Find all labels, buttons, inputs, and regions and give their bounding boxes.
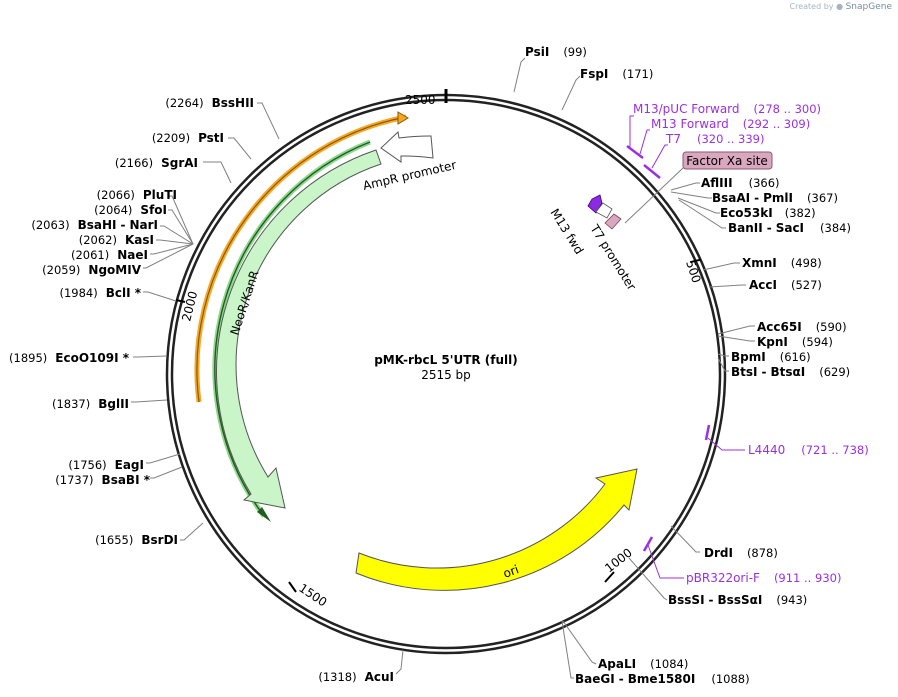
- tick-label-500: 500: [683, 259, 703, 285]
- feature-label-ori: ori: [501, 562, 520, 580]
- svg-text:BssSI-BssSαI(943): BssSI-BssSαI(943): [668, 593, 807, 607]
- feature-label-factor-xa: Factor Xa site: [686, 154, 768, 168]
- primer-name-m13-forward: M13 Forward: [651, 117, 729, 131]
- enzyme-psti: PstI: [198, 131, 224, 145]
- svg-text:(2062)KasI: (2062)KasI: [79, 233, 154, 247]
- svg-text:(2166)SgrAI: (2166)SgrAI: [115, 156, 198, 170]
- svg-text:PsiI(99): PsiI(99): [525, 45, 587, 59]
- feature-factor-xa-mark[interactable]: [604, 213, 622, 230]
- feature-ori[interactable]: [355, 468, 638, 591]
- enzyme-bsshii: BssHII: [212, 96, 254, 110]
- enzyme-ngomiv: NgoMIV: [88, 263, 141, 277]
- enzyme-btsi: BtsI: [731, 365, 758, 379]
- enzyme-baegi: BaeGI: [575, 672, 615, 686]
- snapgene-credit: Created by ● SnapGene: [789, 2, 893, 12]
- feature-t7-promoter[interactable]: [595, 202, 613, 219]
- enzyme-bsrdi: BsrDI: [141, 533, 178, 547]
- enzyme-eagi: EagI: [115, 458, 144, 472]
- svg-text:BanII-SacI(384): BanII-SacI(384): [728, 221, 851, 235]
- svg-text:(1655)BsrDI: (1655)BsrDI: [95, 533, 178, 547]
- svg-text:(2066)PluTI: (2066)PluTI: [97, 188, 177, 202]
- svg-text:(2061)NaeI: (2061)NaeI: [71, 248, 148, 262]
- enzyme-bsssi: BssSI: [668, 593, 705, 607]
- svg-text:DrdI(878): DrdI(878): [704, 546, 778, 560]
- svg-text:(1984)BclI *: (1984)BclI *: [59, 286, 141, 300]
- svg-text:(1895)EcoO109I *: (1895)EcoO109I *: [9, 351, 130, 365]
- feature-neor-kanr[interactable]: [216, 149, 382, 509]
- enzyme-bglii: BglII: [98, 397, 129, 411]
- svg-text:Eco53kI(382): Eco53kI(382): [720, 206, 816, 220]
- primer-name-t7: T7: [665, 132, 681, 146]
- enzyme-apali: ApaLI: [598, 657, 636, 671]
- factor-xa-box[interactable]: [682, 151, 773, 170]
- enzyme-bsabi: BsaBI *: [102, 473, 151, 487]
- enzyme-fspi: FspI: [580, 67, 608, 81]
- enzyme-banii: BanII: [728, 221, 763, 235]
- svg-text:(2063)BsaHI-NarI: (2063)BsaHI-NarI: [31, 218, 158, 232]
- enzyme-acc65i: Acc65I: [757, 320, 802, 334]
- feature-label-t7-promoter: T7 promoter: [587, 221, 639, 292]
- enzyme-sgrai: SgrAI: [161, 156, 198, 170]
- tick-label-1000: 1000: [602, 546, 635, 576]
- primer-name-m13-puc-forward: M13/pUC Forward: [633, 102, 740, 116]
- svg-text:pBR322ori-F(911 .. 930): pBR322ori-F(911 .. 930): [686, 571, 841, 585]
- snapgene-logo-icon: ●: [836, 2, 844, 11]
- primer-marks: [626, 145, 711, 552]
- svg-text:L4440(721 .. 738): L4440(721 .. 738): [748, 443, 869, 457]
- primer-labels: M13/pUC Forward(278 .. 300) M13 Forward(…: [633, 102, 869, 585]
- enzyme-leaders-left: [131, 102, 404, 675]
- enzyme-naei: NaeI: [117, 248, 148, 262]
- svg-text:(2209)PstI: (2209)PstI: [152, 131, 224, 145]
- enzyme-acui: AcuI: [365, 670, 394, 684]
- enzyme-afliii: AflIII: [701, 176, 733, 190]
- svg-text:M13/pUC Forward(278 .. 300): M13/pUC Forward(278 .. 300): [633, 102, 821, 116]
- enzyme-labels-left: (2264)BssHII (2209)PstI (2166)SgrAI (206…: [9, 96, 394, 684]
- tick-label-2500: 2500: [405, 93, 436, 107]
- svg-text:AccI(527): AccI(527): [749, 278, 822, 292]
- svg-text:BtsI-BtsαI(629): BtsI-BtsαI(629): [731, 365, 850, 379]
- enzyme-bpmi: BpmI: [731, 350, 766, 364]
- svg-text:(1756)EagI: (1756)EagI: [68, 458, 144, 472]
- primer-leaders: [629, 115, 745, 579]
- svg-text:T7(320 .. 339): T7(320 .. 339): [665, 132, 764, 146]
- svg-text:BaeGI-Bme1580I(1088): BaeGI-Bme1580I(1088): [575, 672, 750, 686]
- enzyme-bsahi: BsaHI: [78, 218, 117, 232]
- svg-text:ApaLI(1084): ApaLI(1084): [598, 657, 688, 671]
- plasmid-name: pMK-rbcL 5'UTR (full): [374, 353, 518, 367]
- svg-text:XmnI(498): XmnI(498): [742, 256, 822, 270]
- plasmid-length: 2515 bp: [421, 368, 471, 382]
- svg-text:Acc65I(590): Acc65I(590): [757, 320, 847, 334]
- svg-text:(2264)BssHII: (2264)BssHII: [165, 96, 254, 110]
- svg-text:M13 Forward(292 .. 309): M13 Forward(292 .. 309): [651, 117, 810, 131]
- primer-name-l4440: L4440: [748, 443, 785, 457]
- enzyme-drdi: DrdI: [704, 546, 733, 560]
- enzyme-acci: AccI: [749, 278, 777, 292]
- svg-text:AflIII(366): AflIII(366): [701, 176, 780, 190]
- svg-text:(1318)AcuI: (1318)AcuI: [318, 670, 394, 684]
- enzyme-bcli: BclI *: [106, 286, 142, 300]
- svg-text:KpnI(594): KpnI(594): [757, 335, 833, 349]
- svg-text:(2064)SfoI: (2064)SfoI: [94, 203, 167, 217]
- enzyme-sfoi: SfoI: [140, 203, 167, 217]
- svg-text:FspI(171): FspI(171): [580, 67, 653, 81]
- enzyme-psii: PsiI: [525, 45, 549, 59]
- svg-text:BsaAI-PmlI(367): BsaAI-PmlI(367): [712, 191, 838, 205]
- feature-ampr-promoter[interactable]: [380, 130, 434, 163]
- feature-label-m13-fwd: M13 fwd: [547, 206, 586, 257]
- enzyme-ecoo109i: EcoO109I *: [55, 351, 129, 365]
- enzyme-xmni: XmnI: [742, 256, 777, 270]
- svg-text:BpmI(616): BpmI(616): [731, 350, 811, 364]
- enzyme-pluti: PluTI: [143, 188, 177, 202]
- svg-text:(1737)BsaBI *: (1737)BsaBI *: [55, 473, 150, 487]
- enzyme-bsaai: BsaAI: [712, 191, 750, 205]
- primer-name-pbr322ori-f: pBR322ori-F: [686, 571, 760, 585]
- svg-text:(2059)NgoMIV: (2059)NgoMIV: [42, 263, 142, 277]
- enzyme-leaders-right: [513, 57, 755, 679]
- enzyme-kasi: KasI: [125, 233, 154, 247]
- enzyme-eco53ki: Eco53kI: [720, 206, 773, 220]
- enzyme-labels-right: PsiI(99) FspI(171) AflIII(366) BsaAI-Pml…: [525, 45, 851, 686]
- svg-text:(1837)BglII: (1837)BglII: [52, 397, 129, 411]
- enzyme-kpni: KpnI: [757, 335, 788, 349]
